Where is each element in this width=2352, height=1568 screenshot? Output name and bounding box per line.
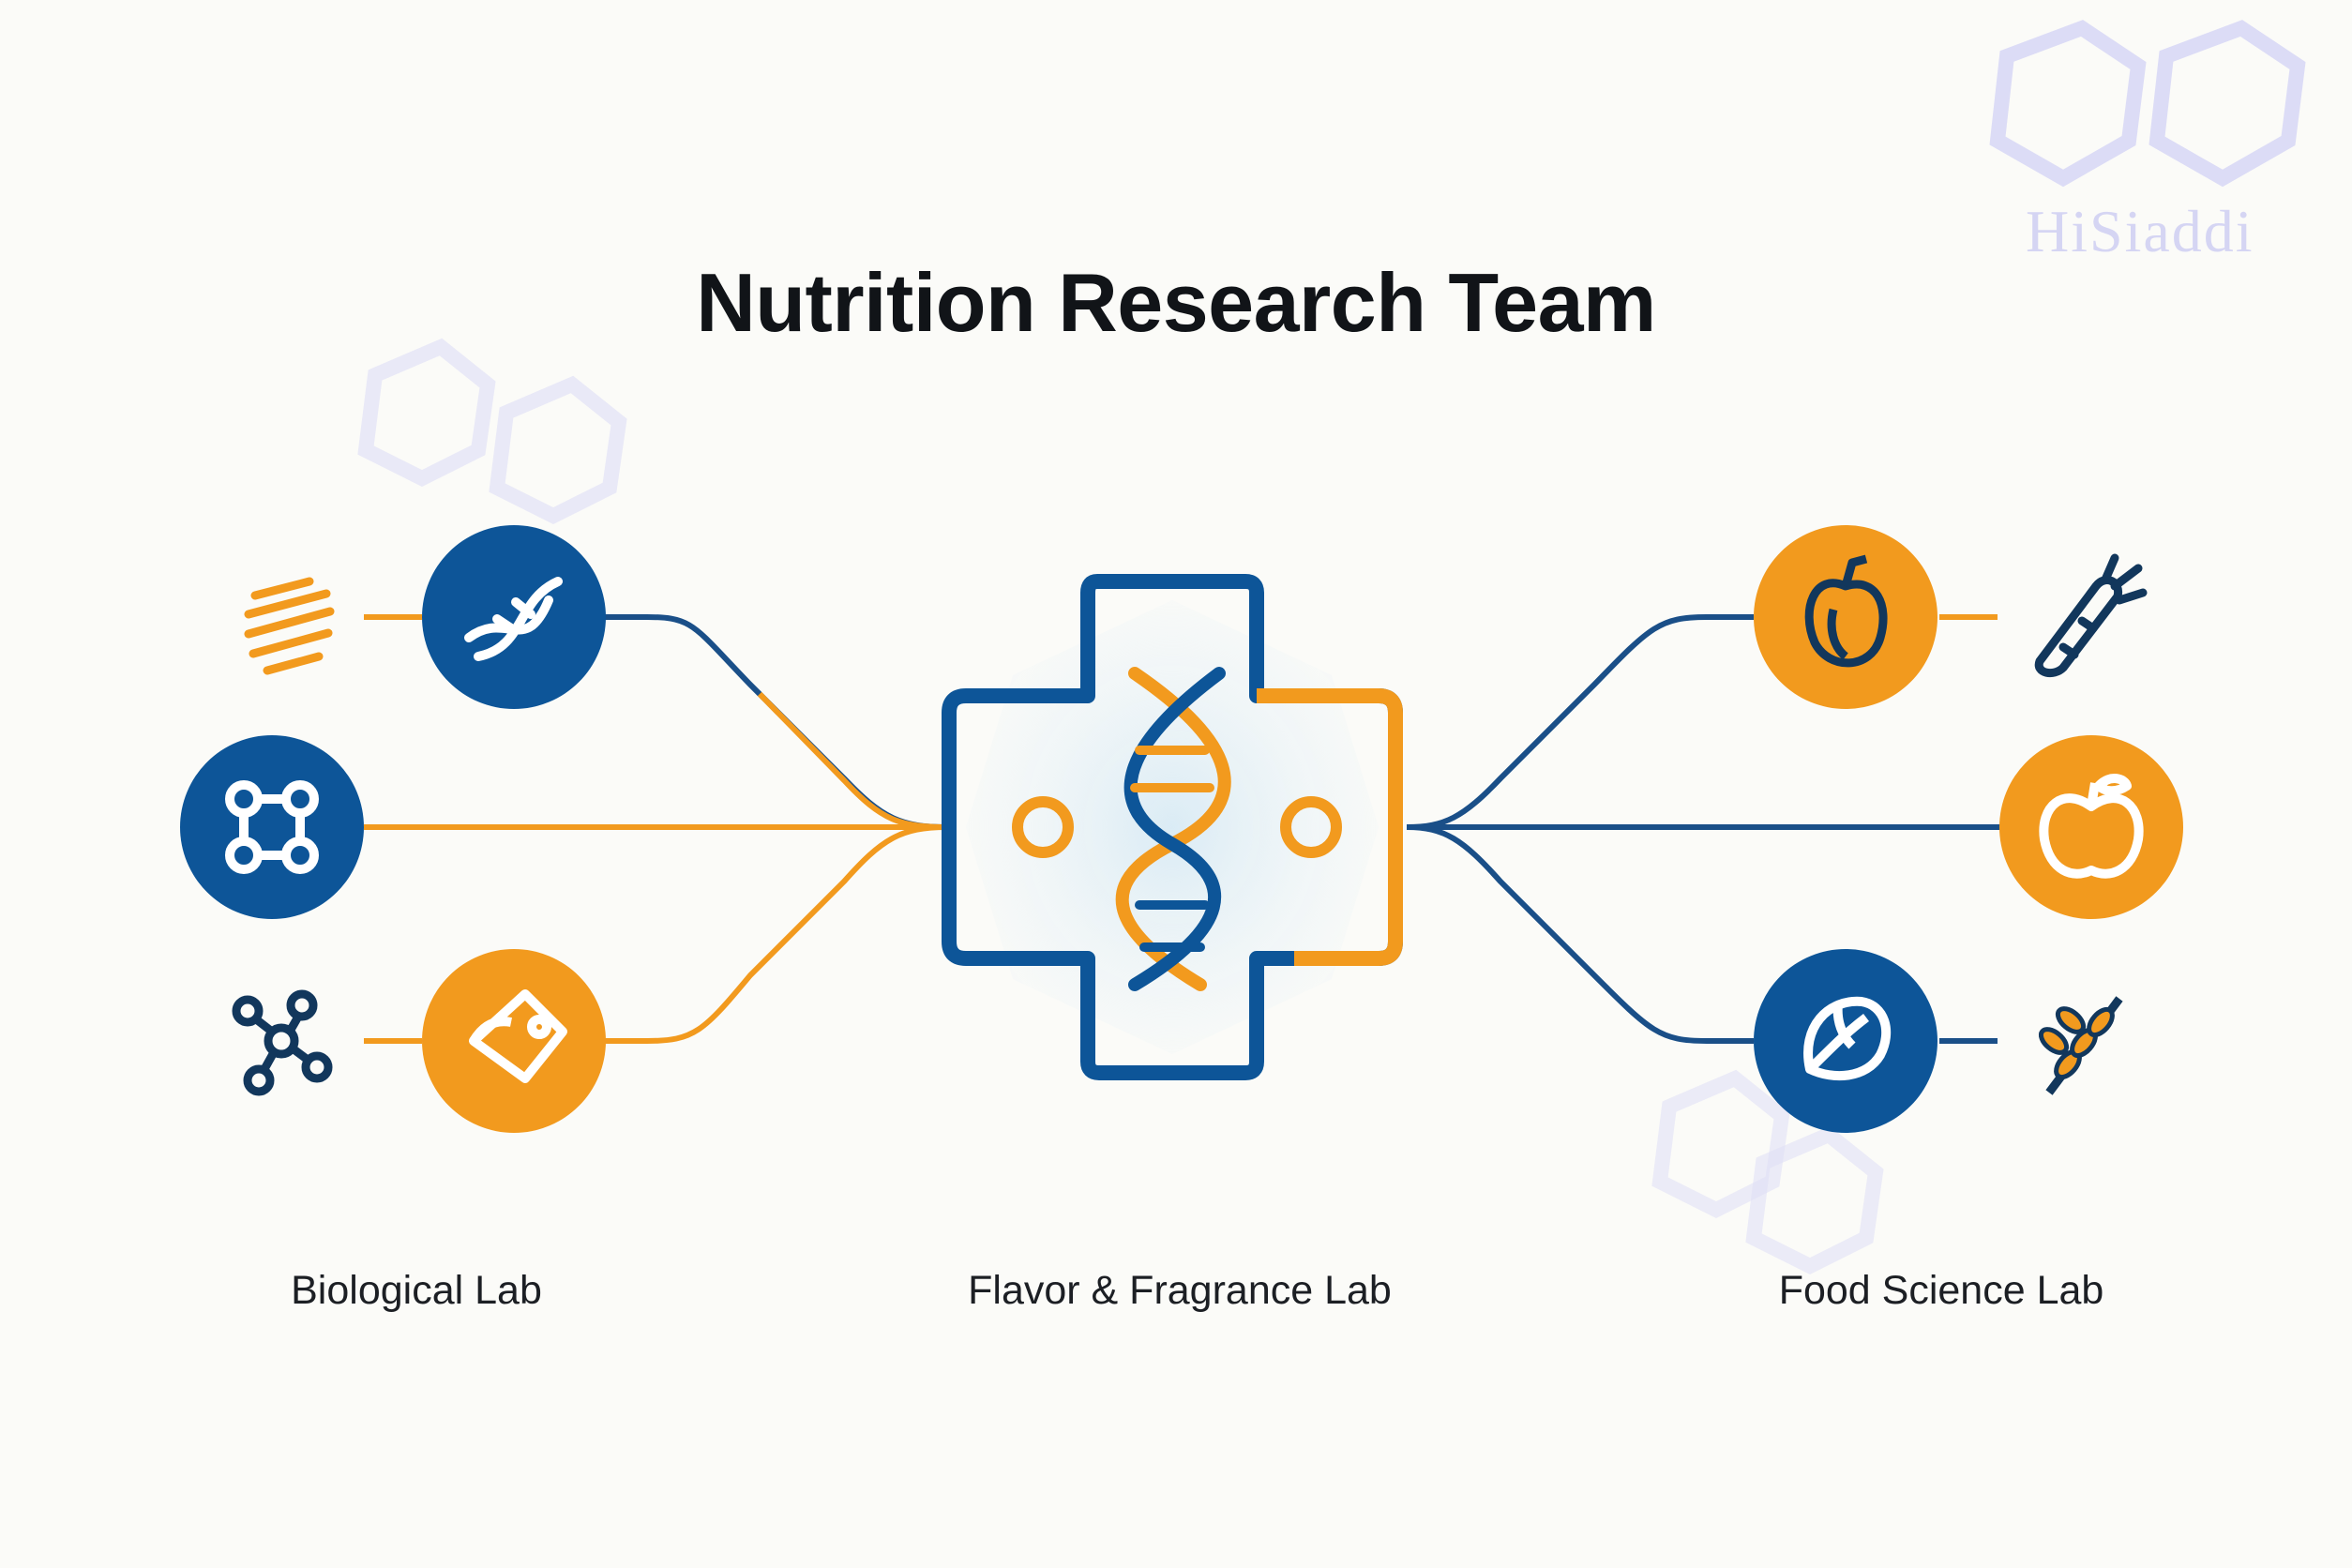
lab-label-food-science: Food Science Lab bbox=[1778, 1268, 2104, 1313]
diagram-title: Nutrition Research Team bbox=[696, 256, 1656, 349]
carrot-icon bbox=[2034, 553, 2148, 678]
pepper-icon bbox=[1804, 554, 1888, 668]
connector-right-bottom bbox=[1406, 824, 1754, 1044]
connectors-right bbox=[1406, 614, 2005, 1044]
watermark-logo bbox=[357, 20, 2306, 1274]
hub-node-left bbox=[1012, 796, 1074, 858]
node-right-bottom bbox=[1754, 949, 1937, 1133]
watermark-text: HiSiaddi bbox=[2026, 198, 2254, 264]
node-left-middle bbox=[180, 735, 364, 919]
cross-orange-accent bbox=[1257, 688, 1403, 966]
dna-helix-icon bbox=[1115, 667, 1231, 991]
molecule-icon bbox=[232, 989, 333, 1096]
apple-icon bbox=[2039, 774, 2144, 879]
node-right-middle bbox=[1999, 735, 2183, 919]
hub-node-right bbox=[1280, 796, 1342, 858]
center-hub bbox=[942, 574, 1403, 1080]
wheat-icon bbox=[2038, 996, 2123, 1095]
node-right-top bbox=[1754, 525, 1937, 709]
molecule-network-icon bbox=[225, 780, 319, 874]
connector-left-bottom bbox=[605, 824, 948, 1044]
center-halo bbox=[966, 600, 1379, 1054]
connector-right-top bbox=[1406, 614, 1754, 830]
connectors-left bbox=[364, 614, 948, 1044]
connector-left-top bbox=[605, 614, 948, 830]
striped-sphere-icon bbox=[244, 577, 335, 675]
connector-left-top-orange bbox=[757, 691, 948, 830]
satellite-left-top bbox=[244, 577, 335, 675]
satellite-right-bottom bbox=[2038, 996, 2123, 1095]
leafy-greens-icon bbox=[1803, 996, 1892, 1081]
lab-label-biological: Biological Lab bbox=[291, 1268, 542, 1313]
lab-label-flavor-fragrance: Flavor & Fragrance Lab bbox=[968, 1268, 1392, 1313]
cheese-wedge-icon bbox=[469, 989, 567, 1083]
satellite-left-bottom bbox=[232, 989, 333, 1096]
node-left-top bbox=[422, 525, 606, 709]
node-left-bottom bbox=[422, 949, 606, 1133]
dna-icon bbox=[464, 577, 563, 661]
satellite-right-top bbox=[2034, 553, 2148, 678]
